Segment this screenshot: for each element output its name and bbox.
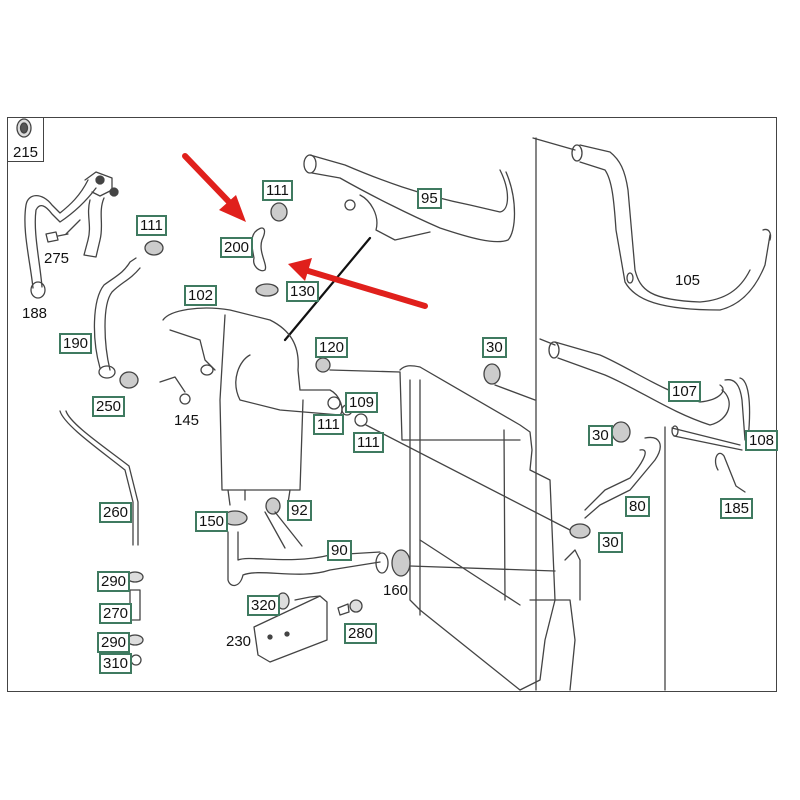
label-145: 145 bbox=[174, 412, 200, 429]
label-108[interactable]: 108 bbox=[745, 430, 779, 451]
kit-box bbox=[7, 117, 44, 162]
hose-thermostat bbox=[83, 171, 119, 258]
label-130[interactable]: 130 bbox=[286, 281, 320, 302]
label-150[interactable]: 150 bbox=[195, 511, 229, 532]
red-arrow-lower bbox=[302, 267, 428, 309]
label-185[interactable]: 185 bbox=[720, 498, 754, 519]
hose-102 bbox=[162, 307, 343, 506]
label-105: 105 bbox=[675, 272, 701, 289]
label-30[interactable]: 30 bbox=[482, 337, 507, 358]
label-111[interactable]: 111 bbox=[136, 215, 167, 236]
hose-92 bbox=[264, 497, 303, 549]
label-310[interactable]: 310 bbox=[99, 653, 133, 674]
label-95[interactable]: 95 bbox=[417, 188, 442, 209]
bracket-230 bbox=[253, 595, 328, 663]
hose-188 bbox=[24, 179, 97, 299]
seal-ring-icon bbox=[16, 118, 32, 138]
red-arrow-lower-head bbox=[288, 258, 312, 281]
clamp-160 bbox=[391, 549, 556, 577]
clamp-30-top bbox=[483, 363, 536, 401]
red-arrow-upper-head bbox=[219, 195, 246, 222]
radiator bbox=[399, 365, 581, 691]
label-160: 160 bbox=[383, 582, 409, 599]
label-250[interactable]: 250 bbox=[92, 396, 126, 417]
label-188: 188 bbox=[22, 305, 48, 322]
label-120[interactable]: 120 bbox=[315, 337, 349, 358]
bolt-280 bbox=[337, 599, 363, 616]
label-92[interactable]: 92 bbox=[287, 500, 312, 521]
pipe-260 bbox=[59, 410, 139, 546]
clamp-145 bbox=[159, 376, 191, 405]
label-230: 230 bbox=[226, 633, 252, 650]
label-270[interactable]: 270 bbox=[99, 603, 133, 624]
label-280[interactable]: 280 bbox=[344, 623, 378, 644]
label-320[interactable]: 320 bbox=[247, 595, 281, 616]
hose-190 bbox=[93, 257, 141, 379]
label-111[interactable]: 111 bbox=[262, 180, 293, 201]
label-200[interactable]: 200 bbox=[220, 237, 254, 258]
bolt-275 bbox=[45, 219, 81, 243]
label-kit-215: 215 bbox=[13, 144, 39, 161]
label-90[interactable]: 90 bbox=[327, 540, 352, 561]
label-290[interactable]: 290 bbox=[97, 571, 131, 592]
label-80[interactable]: 80 bbox=[625, 496, 650, 517]
label-111[interactable]: 111 bbox=[353, 432, 384, 453]
cable-tie-185 bbox=[714, 452, 746, 493]
clamp-111-upper bbox=[270, 202, 288, 222]
clamp-30-low bbox=[569, 523, 591, 539]
label-109[interactable]: 109 bbox=[345, 392, 379, 413]
hose-107 bbox=[548, 341, 730, 426]
hose-90 bbox=[227, 531, 389, 587]
hose-108 bbox=[671, 377, 751, 451]
hose-200 bbox=[251, 227, 267, 272]
diagram-frame bbox=[7, 117, 777, 692]
hose-95 bbox=[303, 154, 516, 243]
hose-clamp-111 bbox=[144, 240, 164, 256]
fittings-109-111 bbox=[327, 396, 571, 531]
clamp-30-mid bbox=[611, 421, 631, 443]
label-111[interactable]: 111 bbox=[313, 414, 344, 435]
label-30[interactable]: 30 bbox=[598, 532, 623, 553]
label-275: 275 bbox=[44, 250, 70, 267]
label-30[interactable]: 30 bbox=[588, 425, 613, 446]
label-260[interactable]: 260 bbox=[99, 502, 133, 523]
hose-clamp-250 bbox=[119, 371, 139, 389]
hose-80 bbox=[584, 436, 661, 519]
label-290[interactable]: 290 bbox=[97, 632, 131, 653]
red-arrow-upper bbox=[182, 153, 235, 208]
hose-105 bbox=[571, 144, 772, 311]
label-190[interactable]: 190 bbox=[59, 333, 93, 354]
label-102[interactable]: 102 bbox=[184, 285, 218, 306]
label-107[interactable]: 107 bbox=[668, 381, 702, 402]
clamp-120 bbox=[315, 357, 521, 441]
clamp-130 bbox=[255, 283, 279, 297]
